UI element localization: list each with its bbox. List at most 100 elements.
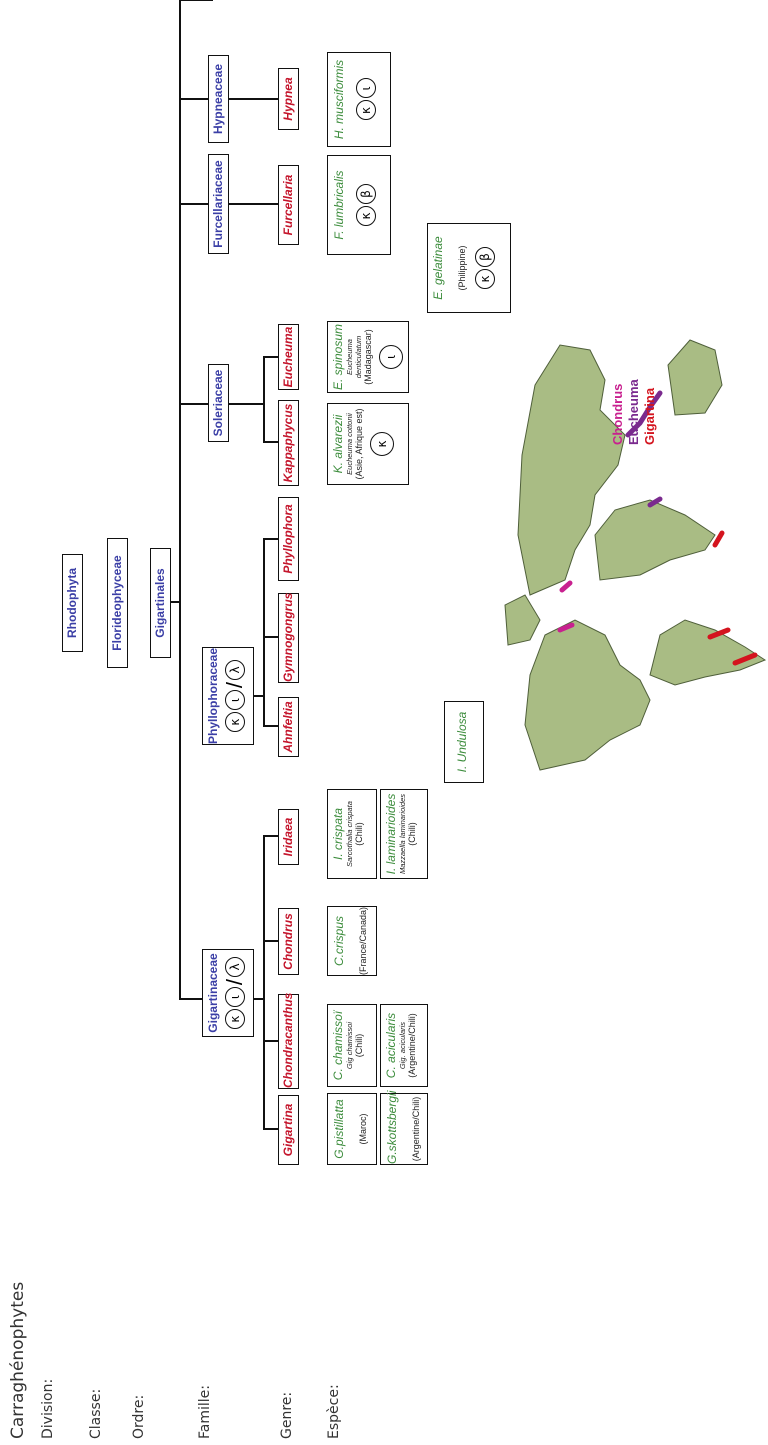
connector bbox=[263, 835, 279, 837]
family-gigartinaceae-box: Gigartinaceae κι/λ bbox=[202, 949, 254, 1037]
species-c-chamissoi: C. chamissoï Gig chamissoi (Chili) bbox=[327, 1004, 377, 1087]
species-name: G.skottsbergii bbox=[385, 1090, 399, 1164]
legend-gigartina: Gigartina bbox=[642, 387, 657, 445]
connector bbox=[263, 356, 279, 358]
division-name: Rhodophyta bbox=[65, 568, 79, 638]
genus-gigartina: Gigartina bbox=[281, 1103, 295, 1157]
label-ordre: Ordre: bbox=[131, 1394, 147, 1439]
species-name: E. gelatinae bbox=[431, 236, 445, 300]
species-location: (Madagascar) bbox=[363, 329, 373, 385]
classe-box: Florideophyceae bbox=[107, 538, 128, 668]
species-name: G.pistillatta bbox=[332, 1099, 346, 1159]
family-furcellariaceae: Furcellariaceae bbox=[211, 160, 225, 248]
species-name: C.crispus bbox=[332, 916, 346, 967]
gigartina-south-america-marker bbox=[732, 652, 758, 666]
family-furcellariaceae-box: Furcellariaceae bbox=[208, 154, 229, 254]
family-connector bbox=[179, 0, 181, 1000]
iota-symbol: ι bbox=[225, 987, 245, 1008]
connector bbox=[263, 1040, 279, 1042]
family-phyllophoraceae: Phyllophoraceae bbox=[206, 647, 220, 744]
species-location: (Argentine/Chili) bbox=[407, 1013, 417, 1078]
chondrus-europe-marker bbox=[559, 580, 573, 593]
genus-eucheuma-box: Eucheuma bbox=[278, 324, 299, 390]
kappa-symbol: κ bbox=[356, 100, 376, 121]
species-c-acicularis: C. acicularis Gig. acicularis (Argentine… bbox=[380, 1004, 428, 1087]
north-america-landmass bbox=[524, 619, 651, 771]
species-name: I. laminarioides bbox=[384, 793, 398, 875]
species-i-crispata: I. crispata Sarcothalia crispata (Chili) bbox=[327, 789, 377, 879]
genus-chondracanthus-box: Chondracanthus bbox=[278, 992, 299, 1089]
species-e-spinosum: E. spinosum Eucheuma denticulatum (Madag… bbox=[327, 321, 409, 393]
genus-connector bbox=[263, 357, 265, 443]
species-synonym: Mazzaella laminarioides bbox=[398, 793, 407, 875]
label-genre: Genre: bbox=[279, 1391, 295, 1439]
family-phyllophoraceae-box: Phyllophoraceae κι/λ bbox=[202, 647, 254, 745]
species-location: (Chili) bbox=[354, 822, 364, 846]
species-name: E. spinosum bbox=[331, 323, 345, 391]
genus-connector bbox=[263, 539, 265, 727]
species-synonym: Gig. acicularis bbox=[398, 1021, 407, 1070]
kappa-symbol: κ bbox=[475, 269, 495, 289]
carrageenan-types: κβ bbox=[475, 224, 495, 312]
slash-divider: / bbox=[222, 681, 247, 689]
genus-chondrus-box: Chondrus bbox=[278, 908, 299, 975]
iota-symbol: ι bbox=[379, 345, 403, 369]
connector bbox=[229, 98, 279, 100]
genus-phyllophora: Phyllophora bbox=[281, 504, 295, 574]
carrageenan-types: κι/λ bbox=[222, 950, 248, 1036]
genus-iridaea: Iridaea bbox=[281, 817, 295, 857]
species-name: C. acicularis bbox=[384, 1012, 398, 1079]
species-k-alvarezii: K. alvarezii Eucheuma cottonii (Asie, Af… bbox=[327, 403, 409, 485]
ordre-box: Gigartinales bbox=[150, 548, 171, 658]
genus-kappaphycus-box: Kappaphycus bbox=[278, 400, 299, 486]
connector bbox=[229, 403, 264, 405]
species-synonym: Eucheuma cottonii bbox=[345, 413, 354, 475]
legend-eucheuma: Eucheuma bbox=[626, 379, 641, 445]
species-name: I. Undulosa bbox=[455, 711, 469, 773]
species-location: (Maroc) bbox=[358, 1113, 368, 1145]
genus-gymnogongrus-box: Gymnogongrus bbox=[278, 593, 299, 683]
slash-divider: / bbox=[222, 978, 247, 986]
species-i-undulosa: I. Undulosa bbox=[444, 701, 484, 783]
species-location: (Argentine/Chili) bbox=[411, 1096, 421, 1162]
connector bbox=[263, 441, 279, 443]
connector bbox=[263, 725, 279, 727]
eurasia-landmass bbox=[517, 344, 626, 596]
genus-ahnfeltia: Ahnfeltia bbox=[281, 701, 295, 753]
genus-eucheuma: Eucheuma bbox=[281, 326, 295, 388]
africa-landmass bbox=[594, 499, 716, 581]
genus-gymnogongrus: Gymnogongrus bbox=[281, 592, 295, 682]
connector bbox=[179, 0, 213, 1]
family-hypneaceae-box: Hypneaceae bbox=[208, 55, 229, 143]
kappa-symbol: κ bbox=[370, 432, 394, 456]
beta-symbol: β bbox=[356, 184, 376, 204]
species-name: K. alvarezii bbox=[331, 414, 345, 474]
family-gigartinaceae: Gigartinaceae bbox=[206, 953, 220, 1033]
species-location: (Philippine) bbox=[457, 245, 467, 291]
genus-kappaphycus: Kappaphycus bbox=[281, 403, 295, 483]
label-division: Division: bbox=[40, 1378, 56, 1439]
south-america-landmass bbox=[649, 619, 767, 686]
species-e-gelatinae: E. gelatinae (Philippine) κβ bbox=[427, 223, 511, 313]
iota-symbol: ι bbox=[225, 690, 245, 711]
carrageenan-types: κ bbox=[370, 404, 394, 484]
species-f-lumbricalis: F. lumbricalis κβ bbox=[327, 155, 391, 255]
species-name: H. musciformis bbox=[332, 59, 346, 140]
family-hypneaceae: Hypneaceae bbox=[211, 63, 225, 135]
connector bbox=[263, 636, 279, 638]
legend-chondrus: Chondrus bbox=[610, 383, 625, 445]
species-location: (France/Canada) bbox=[358, 906, 368, 975]
genus-ahnfeltia-box: Ahnfeltia bbox=[278, 697, 299, 757]
carrageenan-types: κι bbox=[356, 53, 376, 146]
gigartina-south-america-marker bbox=[707, 627, 731, 640]
beta-symbol: β bbox=[475, 247, 495, 267]
species-c-crispus: C.crispus (France/Canada) bbox=[327, 906, 377, 976]
genus-chondracanthus: Chondracanthus bbox=[281, 992, 295, 1088]
division-box: Rhodophyta bbox=[62, 554, 83, 652]
diagram-title: Carraghénophytes bbox=[8, 1281, 28, 1439]
world-map bbox=[504, 339, 767, 771]
species-h-musciformis: H. musciformis κι bbox=[327, 52, 391, 147]
species-location: (Asie, Afrique est) bbox=[354, 408, 364, 480]
